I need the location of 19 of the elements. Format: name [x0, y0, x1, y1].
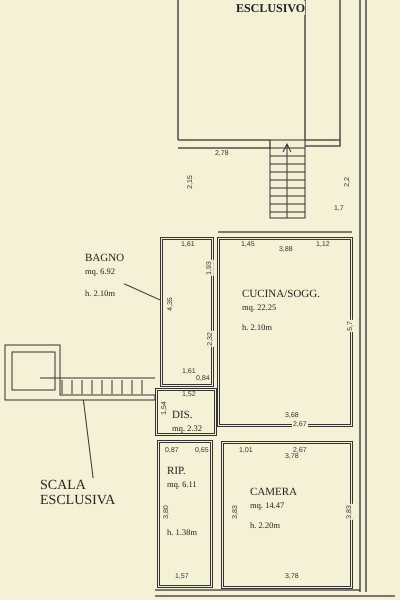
room-name: DIS. [172, 409, 192, 421]
room-name: RIP. [167, 465, 186, 477]
leader-line [82, 400, 94, 478]
room-name: CAMERA [250, 486, 298, 498]
staircase-drawing [4, 344, 156, 400]
leader-line [124, 283, 160, 300]
area-label: mq. 22.25 [242, 302, 276, 312]
room-name: CUCINA/SOGG. [242, 288, 320, 300]
area-name: ESCLUSIVO [236, 1, 306, 15]
height-label: h. 1.38m [167, 527, 197, 537]
room-name: BAGNO [85, 252, 124, 264]
area-label: mq. 6.11 [167, 479, 197, 489]
area-label: mq. 14.47 [250, 500, 284, 510]
area-label: mq. 2.32 [172, 423, 202, 433]
area-label: mq. 6.92 [85, 266, 116, 276]
area-name: SCALA ESCLUSIVA [40, 478, 116, 508]
height-label: h. 2.10m [242, 322, 272, 332]
height-label: h. 2.20m [250, 520, 280, 530]
height-label: h. 2.10m [85, 288, 116, 298]
